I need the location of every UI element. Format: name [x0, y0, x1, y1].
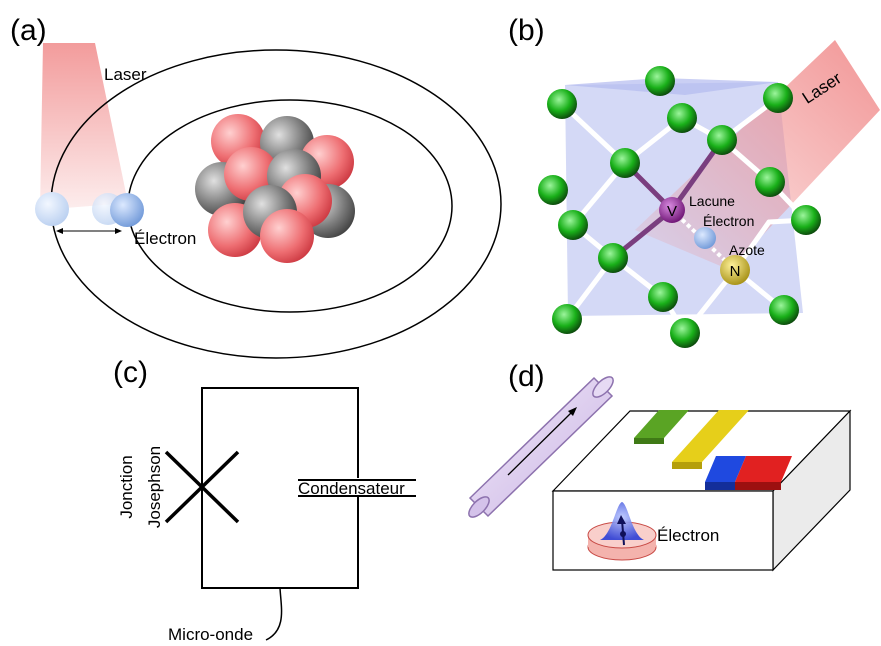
- electron-ghost-left: [35, 192, 69, 226]
- electron-b: [694, 227, 716, 249]
- nitrogen-label: Azote: [729, 242, 765, 258]
- carbon-atoms: [538, 66, 821, 348]
- panel-a: (a) Laser Électron: [10, 14, 502, 359]
- vacancy-atom: [659, 197, 685, 223]
- nucleus: [195, 114, 355, 263]
- electron-label-b: Électron: [703, 213, 754, 229]
- gate-red: [735, 456, 792, 490]
- gate-green: [634, 410, 689, 444]
- electron-a: [110, 193, 144, 227]
- vacancy-label: Lacune: [689, 193, 735, 209]
- panel-d-tag: (d): [508, 360, 545, 393]
- nitrogen-atom: [720, 255, 750, 285]
- microwave-line: [265, 587, 283, 641]
- displacement-arrow: [56, 228, 122, 234]
- electron-label-d: Électron: [657, 526, 719, 545]
- junction-label-2: Josephson: [145, 446, 164, 528]
- nitrogen-symbol: N: [730, 263, 741, 280]
- laser-beam-a: [40, 43, 128, 210]
- panel-a-tag: (a): [10, 14, 47, 47]
- vacancy-symbol: V: [667, 203, 677, 220]
- microwave-wire: [468, 376, 614, 518]
- microwave-label: Micro-onde: [168, 625, 253, 644]
- laser-beam-b: [635, 40, 880, 270]
- panel-c: (c) Jonction Josephson Condensateur Micr…: [113, 356, 416, 644]
- panel-b-tag: (b): [508, 14, 545, 47]
- laser-label-a: Laser: [104, 65, 147, 84]
- panel-c-tag: (c): [113, 356, 148, 389]
- josephson-junction: [164, 450, 240, 524]
- capacitor-label: Condensateur: [298, 479, 405, 498]
- gate-blue: [705, 456, 746, 490]
- electron-label-a: Électron: [134, 229, 196, 248]
- gate-yellow: [672, 410, 749, 469]
- panel-d: (d): [468, 360, 852, 572]
- panel-b: (b) Laser: [508, 14, 880, 348]
- quantum-dot: [587, 502, 657, 561]
- junction-label-1: Jonction: [117, 455, 136, 518]
- capacitor-symbol: [298, 478, 416, 497]
